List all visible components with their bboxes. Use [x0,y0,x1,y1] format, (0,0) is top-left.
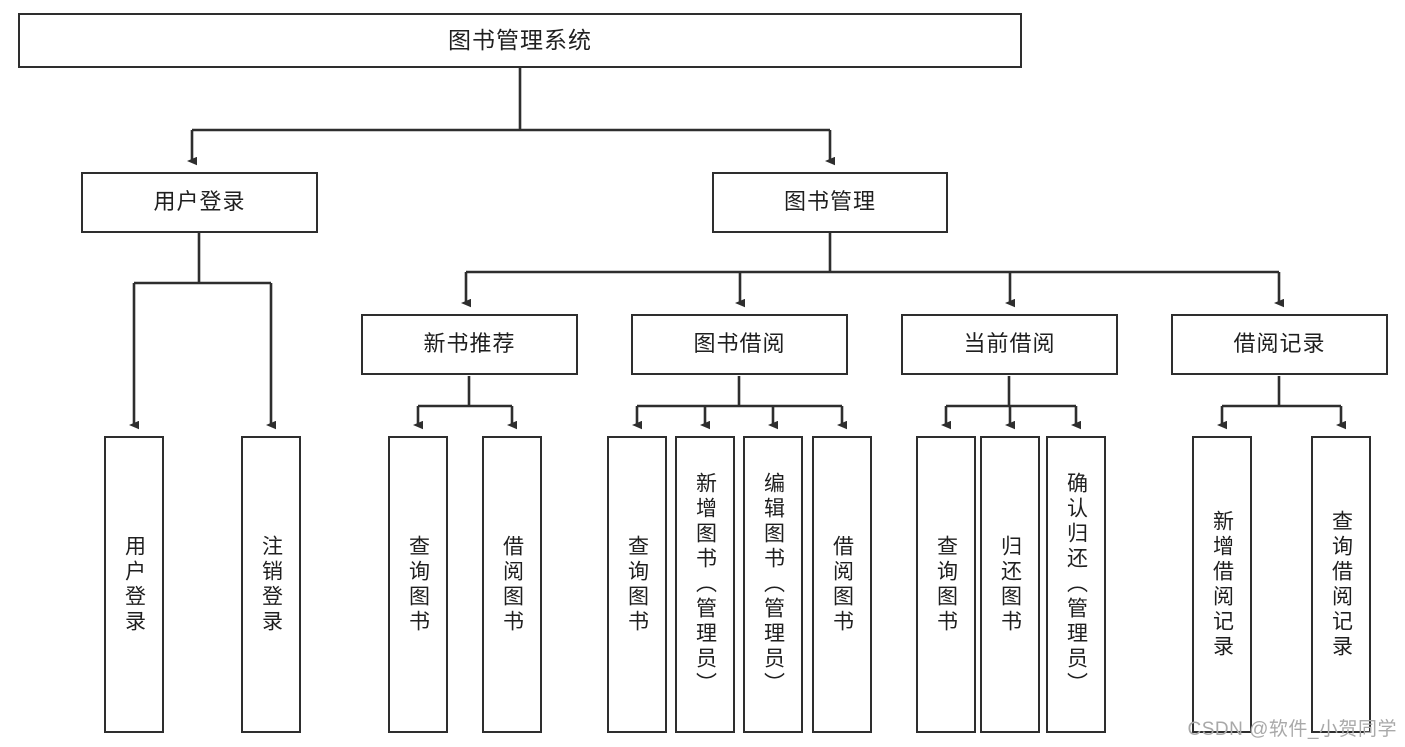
node-label: 查询图书 [934,534,958,635]
leaf-new-book-borrow-book[interactable]: 借阅图书 [482,436,542,733]
leaf-book-borrow-add-book-admin[interactable]: 新增图书（管理员） [675,436,735,733]
node-label: 当前借阅 [963,331,1056,357]
leaf-user-login-logout[interactable]: 注销登录 [241,436,301,733]
node-label: 用户登录 [153,189,246,215]
node-label: 借阅图书 [500,534,524,635]
node-book-borrow[interactable]: 图书借阅 [631,314,848,375]
node-label: 归还图书 [998,534,1022,635]
node-borrow-record[interactable]: 借阅记录 [1171,314,1388,375]
node-label: 新增图书（管理员） [693,472,717,697]
node-new-book-recommend[interactable]: 新书推荐 [361,314,578,375]
node-label: 图书管理系统 [448,26,592,53]
node-label: 查询图书 [406,534,430,635]
leaf-user-login-login[interactable]: 用户登录 [104,436,164,733]
leaf-borrow-record-query-record[interactable]: 查询借阅记录 [1311,436,1371,733]
leaf-book-borrow-borrow-book[interactable]: 借阅图书 [812,436,872,733]
node-user-login[interactable]: 用户登录 [81,172,318,233]
leaf-book-borrow-edit-book-admin[interactable]: 编辑图书（管理员） [743,436,803,733]
node-label: 新增借阅记录 [1210,509,1234,660]
node-book-management[interactable]: 图书管理 [712,172,948,233]
node-label: 借阅记录 [1233,331,1326,357]
node-root-book-management-system[interactable]: 图书管理系统 [18,13,1022,68]
node-label: 图书借阅 [693,331,786,357]
leaf-current-borrow-return-book[interactable]: 归还图书 [980,436,1040,733]
node-label: 编辑图书（管理员） [761,472,785,697]
leaf-new-book-query-book[interactable]: 查询图书 [388,436,448,733]
node-label: 查询借阅记录 [1329,509,1353,660]
node-label: 用户登录 [122,534,146,635]
leaf-current-borrow-confirm-return-admin[interactable]: 确认归还（管理员） [1046,436,1106,733]
node-label: 借阅图书 [830,534,854,635]
leaf-book-borrow-query-book[interactable]: 查询图书 [607,436,667,733]
watermark-text: CSDN @软件_小贺同学 [1187,719,1397,740]
node-label: 图书管理 [783,189,876,215]
leaf-borrow-record-add-record[interactable]: 新增借阅记录 [1192,436,1252,733]
node-label: 新书推荐 [423,331,516,357]
node-label: 确认归还（管理员） [1064,472,1088,697]
node-current-borrow[interactable]: 当前借阅 [901,314,1118,375]
node-label: 查询图书 [625,534,649,635]
node-label: 注销登录 [259,534,283,635]
leaf-current-borrow-query-book[interactable]: 查询图书 [916,436,976,733]
